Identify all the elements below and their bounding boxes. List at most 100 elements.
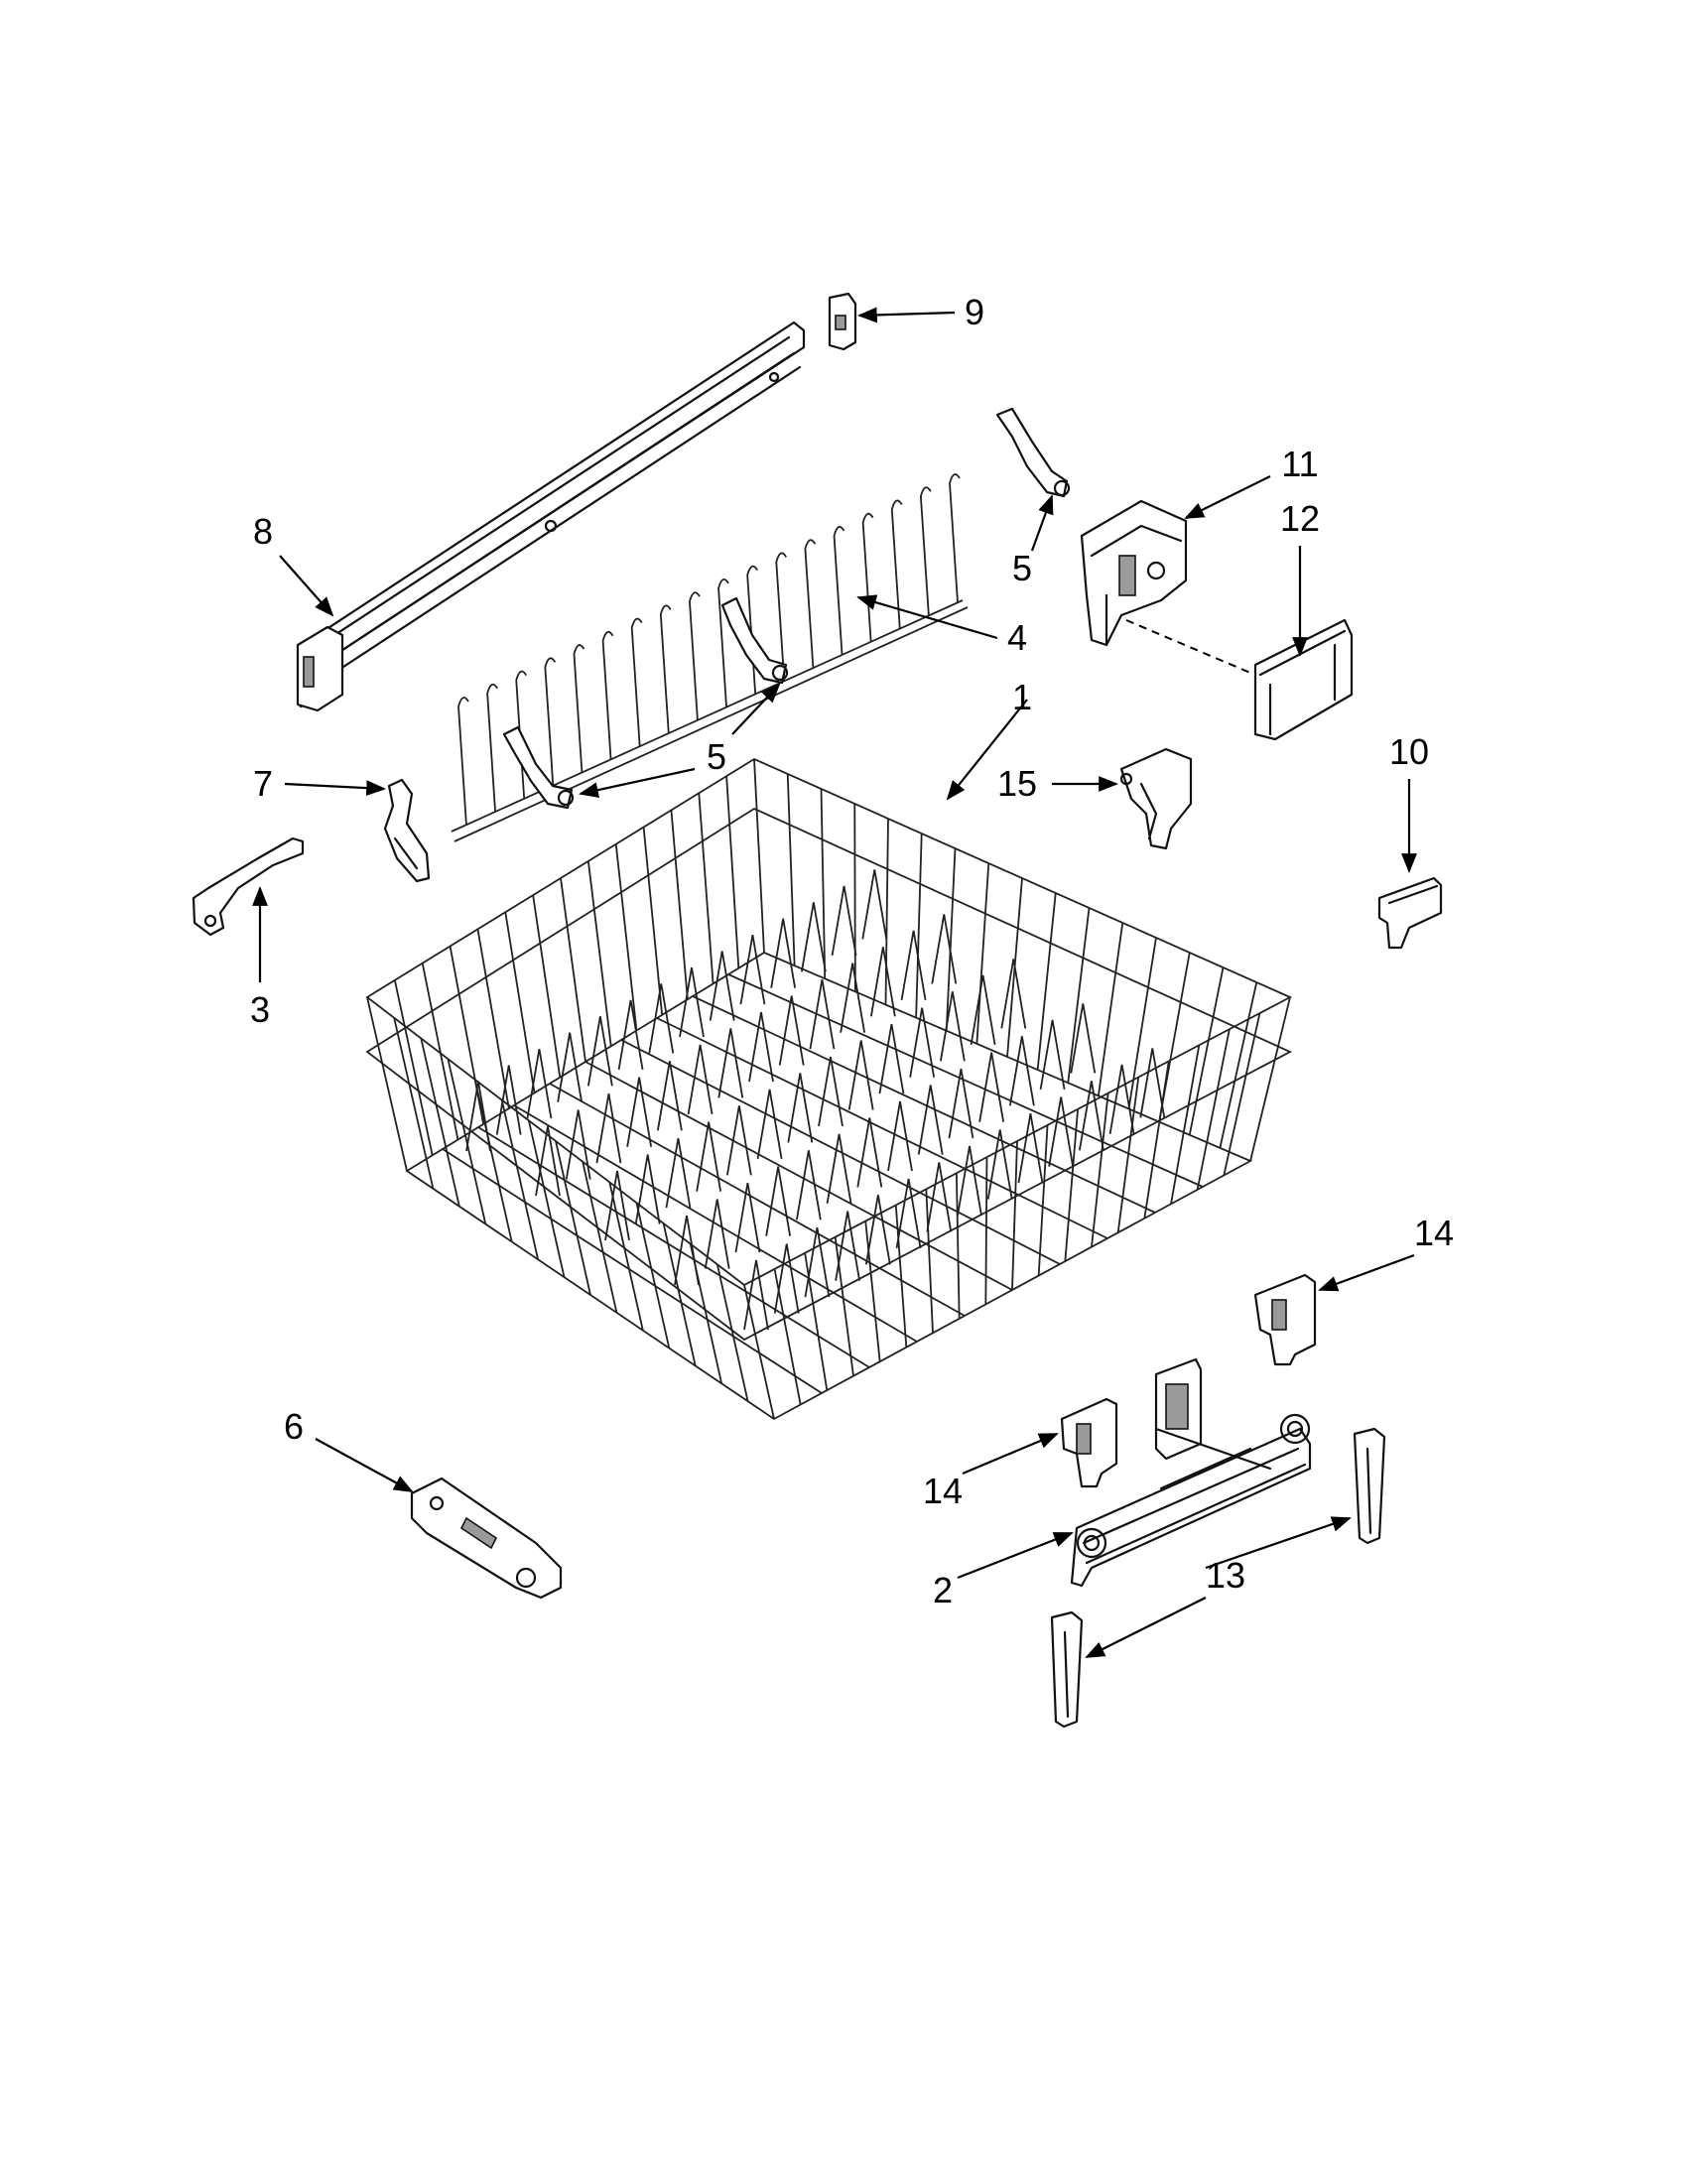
arm-left-part (1050, 1610, 1084, 1729)
rack-floor-tine (895, 1178, 922, 1249)
rack-wire (1188, 966, 1225, 1135)
rack-wire (1036, 892, 1057, 1071)
rack-wire (1127, 937, 1157, 1109)
rack-floor-tine (725, 1105, 752, 1176)
assembly-dashed-line (1125, 619, 1251, 674)
rack-wire (532, 895, 562, 1078)
rack-wire (582, 1161, 618, 1314)
rack-wire (1037, 1124, 1049, 1276)
tine-row-part (451, 473, 969, 842)
rack-floor-tine (826, 1133, 852, 1205)
rack-floor-tine (861, 869, 888, 940)
tine-wire (890, 499, 903, 629)
tine-clip-middle-part (720, 596, 789, 685)
rack-floor-tine (809, 978, 836, 1050)
tine-wire (457, 697, 469, 827)
rack-floor-tine (856, 1117, 883, 1188)
callout-2: 2 (933, 1570, 953, 1610)
callout-6: 6 (284, 1406, 304, 1447)
small-clip-part (1377, 876, 1443, 950)
rack-floor-tine (847, 1040, 874, 1110)
rack-floor-tine (696, 1121, 722, 1192)
rack-floor-tine (765, 1166, 792, 1236)
callout-7: 7 (253, 763, 273, 804)
adjuster-cover-part (1253, 618, 1354, 741)
rack-floor-tine (495, 1065, 522, 1135)
rack-floor-tine (687, 1044, 714, 1115)
callout-3: 3 (250, 989, 270, 1030)
rack-floor-tine (756, 1089, 783, 1160)
rack-wire (504, 912, 536, 1093)
rack-floor-tine (978, 1052, 1005, 1122)
rack-floor-tine (1017, 1112, 1044, 1184)
rack-floor-tine (717, 1028, 744, 1098)
tine-clip-top-part (995, 407, 1071, 498)
rack-floor-tine (869, 947, 896, 1017)
rack-wire (884, 818, 889, 1005)
rack-floor-tine (1070, 1003, 1097, 1074)
callout-10: 10 (1389, 731, 1429, 772)
rack-wire (614, 843, 638, 1031)
rack-wire (513, 1104, 918, 1343)
rack-wire (420, 1038, 460, 1207)
tine-wire (630, 617, 643, 747)
rack-floor-tine (674, 1215, 700, 1286)
rack-wire (1116, 1077, 1140, 1233)
rack-floor-tine (595, 1092, 622, 1164)
rack-wire (984, 1157, 988, 1305)
rack-wire (692, 995, 1156, 1214)
rack-floor-tine (748, 1011, 774, 1083)
tine-wire (486, 683, 498, 813)
rack-floor-tine (948, 1068, 974, 1139)
rack-floor-tine (626, 1077, 653, 1147)
rack-floor-tine (986, 1129, 1013, 1200)
tine-wire (515, 670, 528, 800)
rack-floor-tine (1078, 1081, 1104, 1151)
callout-5-top: 5 (1012, 548, 1032, 588)
rack-floor-tine (926, 1162, 953, 1232)
rack-wire (915, 833, 923, 1018)
bracket-left-part (1060, 1397, 1118, 1488)
rack-floor-tine (586, 1016, 613, 1087)
rack-floor-tine (831, 885, 857, 957)
rack-wire (447, 1058, 487, 1224)
rack-wire (527, 1120, 566, 1278)
latch-lever-part (192, 836, 305, 937)
rack-wire (421, 963, 459, 1140)
callout-14-right: 14 (1414, 1213, 1454, 1253)
rack-floor-tine (957, 1145, 982, 1217)
bracket-right-part (1253, 1273, 1317, 1366)
rack-floor-tine (778, 995, 805, 1066)
rack-floor-tine (887, 1100, 913, 1172)
rack-wire (586, 860, 612, 1047)
rack-wire (1196, 1029, 1231, 1191)
rack-floor-tine (800, 902, 827, 972)
rack-floor-tine (617, 999, 644, 1071)
rail-end-cap-part (410, 1477, 563, 1600)
rack-wire (1158, 952, 1191, 1122)
rack-wire (656, 1017, 1108, 1239)
adjuster-housing-part (1080, 499, 1188, 647)
rack-wire (786, 773, 796, 966)
rack-wire (698, 793, 714, 984)
rack-wire (449, 946, 485, 1125)
rack-wire (477, 1126, 870, 1368)
rack-wire (442, 1148, 823, 1394)
rack-wire (560, 877, 586, 1063)
callout-5-middle: 5 (707, 736, 726, 777)
hook-clip-part (1119, 747, 1193, 850)
rack-floor-tine (931, 914, 958, 984)
rail-stop-part (828, 292, 857, 351)
tine-wire (544, 657, 557, 787)
tine-wire (861, 512, 874, 642)
rack-floor-tine (1108, 1064, 1135, 1135)
rack-floor-tine (739, 934, 766, 1005)
rack-wire (1011, 1140, 1018, 1291)
callout-11: 11 (1281, 444, 1318, 484)
rack-floor-tine (900, 930, 927, 1001)
callout-13-right: 13 (1206, 1555, 1245, 1596)
tine-wire (746, 565, 758, 695)
rack-floor-tine (840, 963, 866, 1033)
upper-rack-part (365, 757, 1293, 1421)
